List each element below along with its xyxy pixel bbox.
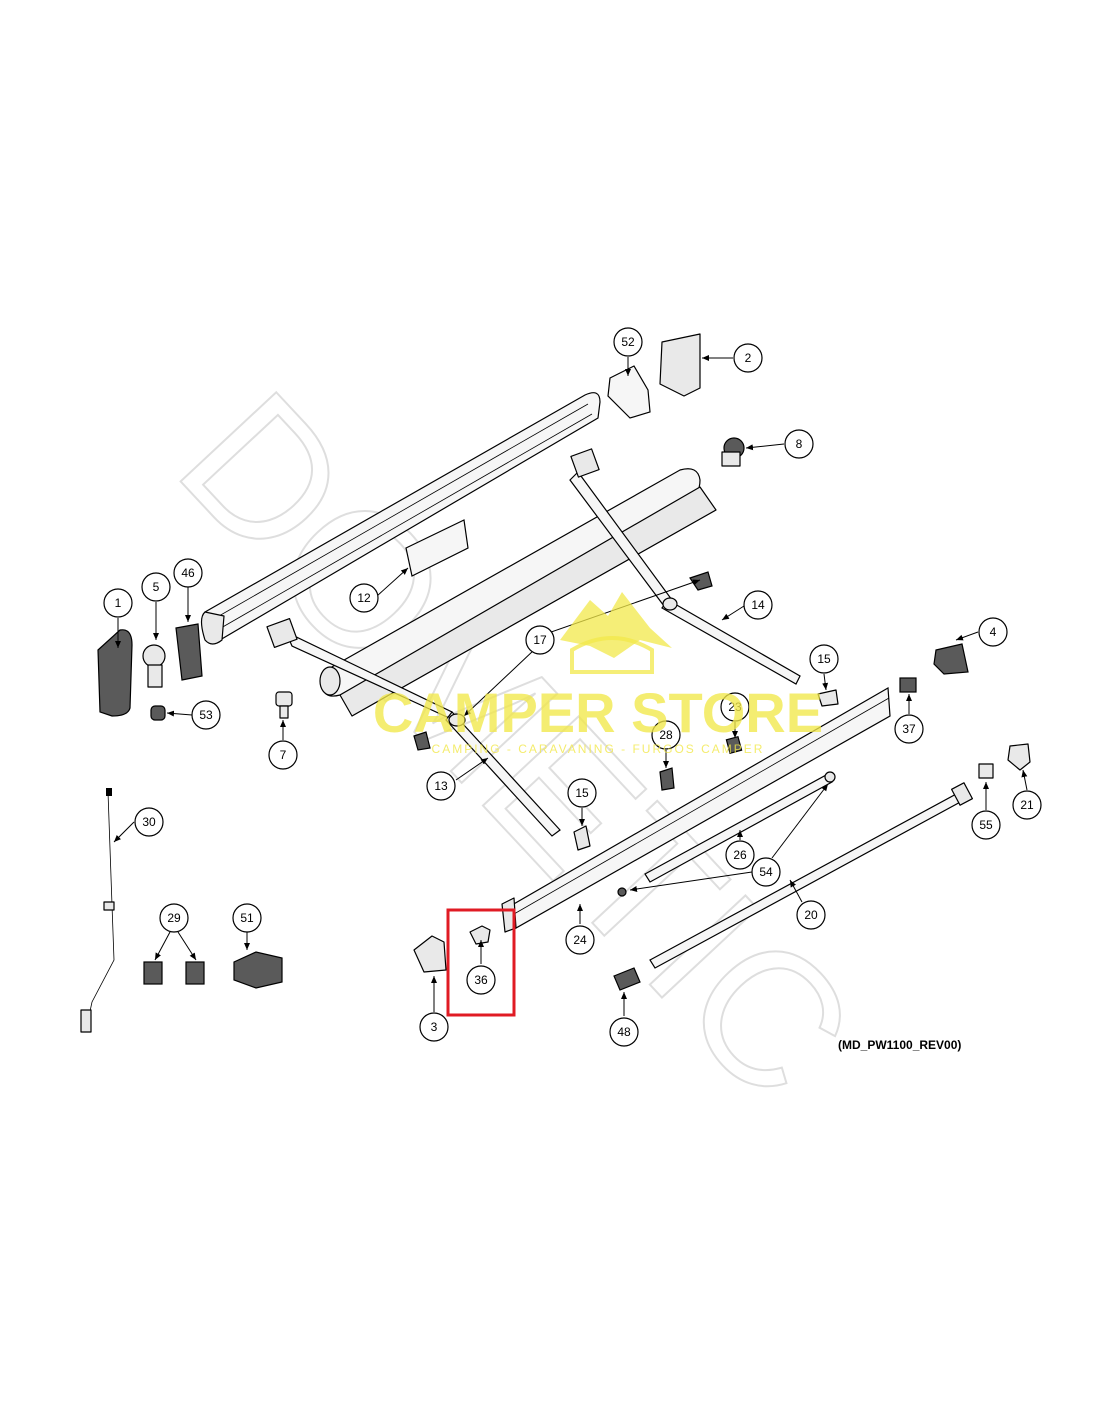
- left-arm: [266, 617, 561, 837]
- svg-text:20: 20: [804, 908, 818, 922]
- part-4: [933, 643, 969, 675]
- callout-12: 12: [349, 583, 379, 613]
- part-7: [275, 691, 293, 719]
- part-37: [899, 677, 917, 693]
- svg-text:24: 24: [573, 933, 587, 947]
- svg-text:37: 37: [902, 722, 916, 736]
- callout-14: 14: [743, 590, 773, 620]
- svg-text:14: 14: [751, 598, 765, 612]
- svg-text:7: 7: [280, 748, 287, 762]
- part-12: [405, 519, 469, 577]
- callout-7: 7: [268, 740, 298, 770]
- svg-text:28: 28: [659, 728, 673, 742]
- callout-1: 1: [103, 588, 133, 618]
- callout-48: 48: [609, 1017, 639, 1047]
- part-52: [607, 365, 651, 419]
- part-5: [142, 644, 166, 688]
- callout-24: 24: [565, 925, 595, 955]
- callout-51: 51: [232, 903, 262, 933]
- svg-text:52: 52: [621, 335, 635, 349]
- callout-37: 37: [894, 714, 924, 744]
- callout-15-upper: 15: [809, 644, 839, 674]
- part-3: [413, 935, 447, 973]
- callout-3: 3: [419, 1012, 449, 1042]
- callout-15-lower: 15: [567, 778, 597, 808]
- part-17: [413, 731, 431, 751]
- callout-28: 28: [651, 720, 681, 750]
- end-cap-right: [659, 333, 701, 397]
- right-arm: [569, 448, 801, 685]
- callout-55: 55: [971, 810, 1001, 840]
- svg-text:29: 29: [167, 911, 181, 925]
- svg-text:2: 2: [745, 351, 752, 365]
- svg-text:15: 15: [817, 652, 831, 666]
- svg-text:36: 36: [474, 973, 488, 987]
- part-14-lever: [689, 571, 713, 591]
- svg-text:30: 30: [142, 815, 156, 829]
- callout-26: 26: [725, 840, 755, 870]
- callout-30: 30: [134, 807, 164, 837]
- part-36: [469, 925, 491, 945]
- watermark-brand-text: CAMPER STORE: [373, 681, 823, 744]
- svg-text:5: 5: [153, 580, 160, 594]
- part-28: [659, 767, 675, 791]
- awning-fabric: [351, 509, 717, 717]
- part-53: [150, 705, 166, 721]
- svg-text:48: 48: [617, 1025, 631, 1039]
- svg-text:12: 12: [357, 591, 371, 605]
- svg-text:53: 53: [199, 708, 213, 722]
- callout-46: 46: [173, 558, 203, 588]
- svg-text:4: 4: [990, 625, 997, 639]
- part-48: [613, 967, 641, 991]
- svg-text:15: 15: [575, 786, 589, 800]
- svg-text:21: 21: [1020, 798, 1034, 812]
- camper-store-logo: CAMPER STORE CAMPING - CARAVANING - FURG…: [373, 592, 823, 756]
- awning-case: [200, 392, 601, 645]
- callout-2: 2: [733, 343, 763, 373]
- part-15-upper: [817, 689, 839, 707]
- callout-21: 21: [1012, 790, 1042, 820]
- part-8: [721, 437, 745, 467]
- svg-text:55: 55: [979, 818, 993, 832]
- leader-lines: [113, 355, 1028, 1016]
- long-leg: [649, 782, 974, 969]
- svg-text:46: 46: [181, 566, 195, 580]
- svg-text:51: 51: [240, 911, 254, 925]
- callout-36: 36: [466, 965, 496, 995]
- callout-53: 53: [191, 700, 221, 730]
- svg-text:3: 3: [431, 1020, 438, 1034]
- svg-text:26: 26: [733, 848, 747, 862]
- callout-5: 5: [141, 572, 171, 602]
- callout-52: 52: [613, 327, 643, 357]
- svg-text:17: 17: [533, 633, 547, 647]
- drawing-reference-code: (MD_PW1100_REV00): [838, 1038, 962, 1052]
- part-23: [725, 735, 743, 755]
- highlight-box-36: [446, 908, 516, 1017]
- callout-23: 23: [720, 692, 750, 722]
- support-pole: [617, 771, 836, 897]
- part-46: [175, 623, 203, 681]
- part-55: [978, 763, 994, 779]
- svg-text:54: 54: [759, 865, 773, 879]
- part-21: [1007, 743, 1031, 771]
- callout-13: 13: [426, 771, 456, 801]
- svg-text:13: 13: [434, 779, 448, 793]
- end-cap-left: [97, 629, 133, 717]
- svg-text:1: 1: [115, 596, 122, 610]
- callout-8: 8: [784, 429, 814, 459]
- crank-handle: [80, 788, 115, 1033]
- svg-text:8: 8: [796, 437, 803, 451]
- callout-17: 17: [525, 625, 555, 655]
- svg-text:23: 23: [728, 700, 742, 714]
- watermark-tagline: CAMPING - CARAVANING - FURGOS CAMPER: [432, 742, 765, 756]
- callout-54: 54: [751, 857, 781, 887]
- callout-29: 29: [159, 903, 189, 933]
- callout-4: 4: [978, 617, 1008, 647]
- callout-20: 20: [796, 900, 826, 930]
- part-51: [233, 951, 283, 989]
- part-29-clips: [143, 961, 205, 985]
- part-15-lower: [573, 825, 591, 851]
